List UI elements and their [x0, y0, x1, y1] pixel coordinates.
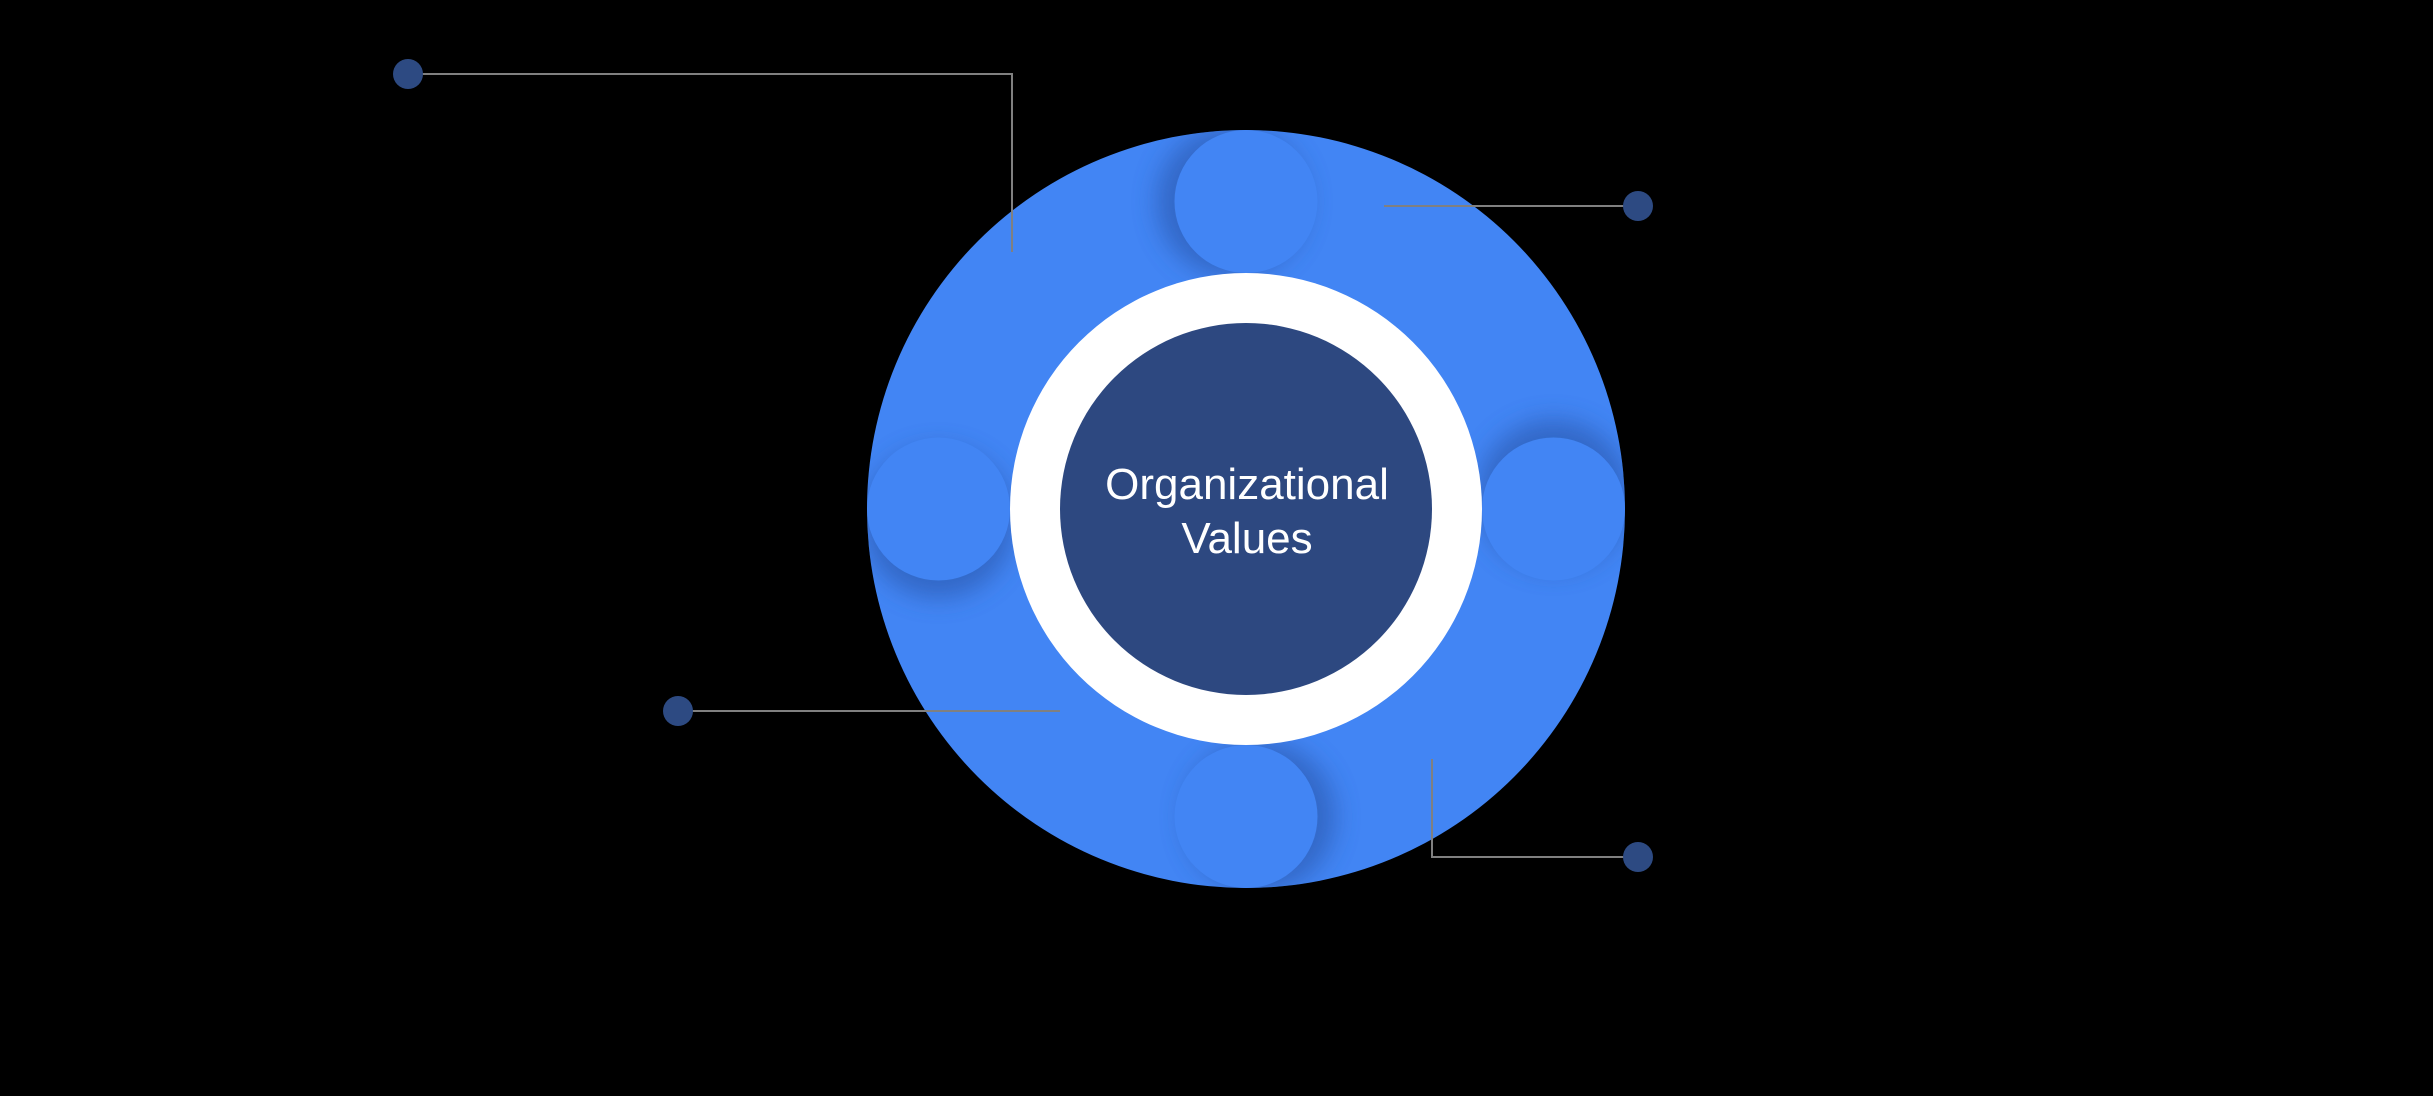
core-circle — [1060, 323, 1432, 695]
segment-head-top — [1174, 130, 1318, 273]
callout-dot-top-right[interactable] — [1623, 191, 1653, 221]
connector-line-bottom-right — [1431, 759, 1638, 858]
callout-dots — [393, 59, 1653, 872]
callout-connectors — [408, 73, 1638, 858]
segment-head-right — [1482, 437, 1625, 581]
segment-head-bottom — [1174, 745, 1318, 888]
connector-line-top-left — [408, 73, 1013, 252]
center-title: Organizational Values — [1061, 324, 1433, 696]
center-title-line-2: Values — [1181, 514, 1313, 563]
center-title-line-1: Organizational — [1105, 460, 1389, 509]
callout-dot-top-left[interactable] — [393, 59, 423, 89]
callout-dot-bottom-right[interactable] — [1623, 842, 1653, 872]
segment-heads — [867, 130, 1625, 888]
callout-dot-bottom-left[interactable] — [663, 696, 693, 726]
segment-head-left — [867, 437, 1010, 581]
